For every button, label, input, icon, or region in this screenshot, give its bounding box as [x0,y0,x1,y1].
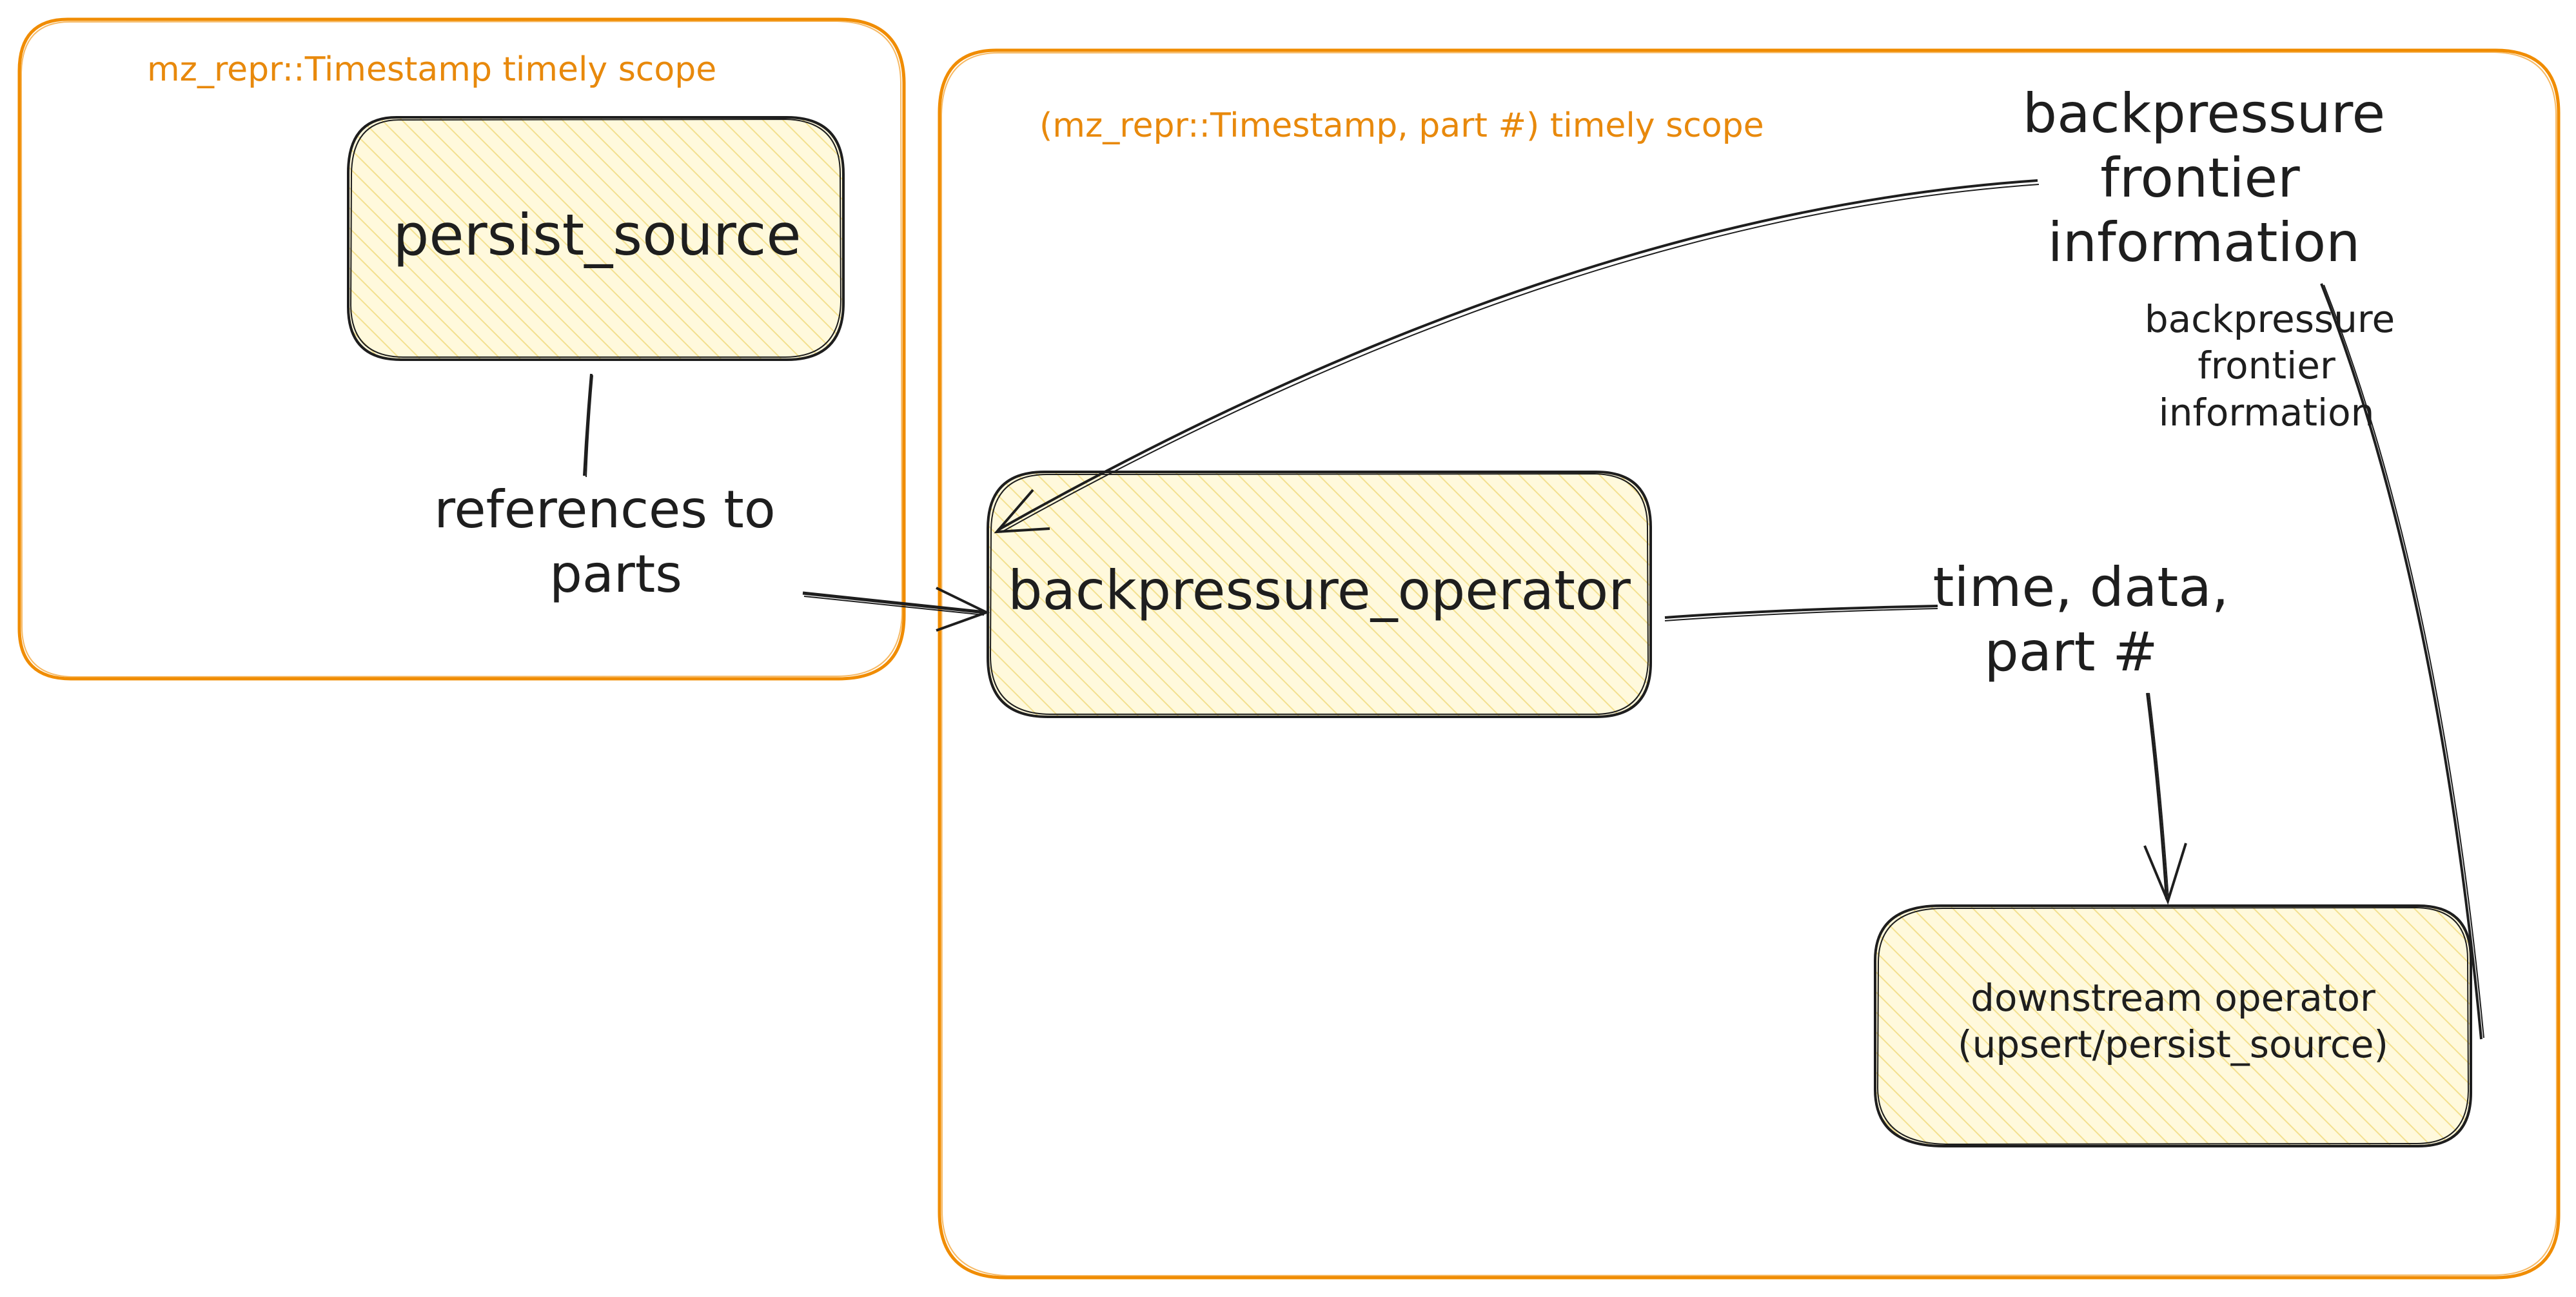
node-persist-source[interactable]: persist_source [347,116,845,361]
edge-feedback-main-label-line2: frontier [2100,146,2300,210]
arrowhead-icon [936,587,990,632]
edge-references-label-line1: references to [434,480,775,540]
scope-timestamp-label: mz_repr::Timestamp timely scope [147,50,716,89]
edge-feedback-main-label-line1: backpressure [2023,82,2385,145]
node-downstream-operator-label-line1: downstream operator [1971,976,2375,1020]
node-downstream-operator-label-line2: (upsert/persist_source) [1958,1022,2388,1066]
scope-timestamp-border-sketch [20,20,903,678]
edge-persist-to-references-line [583,373,593,476]
node-persist-source-box-sketch [349,118,842,358]
node-persist-source-label: persist_source [393,202,801,268]
arrowhead-icon [994,489,1050,534]
node-backpressure-operator-box-sketch [989,473,1649,715]
edge-feedback-small-label-line2: frontier [2197,344,2335,387]
arrowhead-icon [2143,843,2187,905]
edge-time-data-label-line1: time, data, [1932,556,2228,619]
edge-persist-to-references [583,373,593,478]
edge-time-data-to-downstream [2143,692,2187,905]
scope-part-border-sketch [940,51,2558,1277]
node-backpressure-operator[interactable]: backpressure_operator [987,471,1652,718]
node-backpressure-operator-label: backpressure_operator [1008,559,1631,622]
edge-backpressure-to-time-data [1664,605,1938,621]
node-persist-source-box [347,116,845,361]
edge-feedback-small-label-line1: backpressure [2145,297,2395,341]
edge-feedback-to-backpressure [994,179,2040,534]
edge-feedback-main-label-line3: information [2048,211,2361,274]
edge-feedback-small-label-line3: information [2159,391,2375,434]
scope-part-label: (mz_repr::Timestamp, part #) timely scop… [1039,106,1764,145]
scope-part: (mz_repr::Timestamp, part #) timely scop… [938,48,2561,1280]
node-backpressure-operator-box [987,471,1652,718]
node-downstream-operator-box [1874,904,2472,1147]
edge-time-data-label-line2: part # [1984,620,2158,683]
edge-references-label-line2: parts [549,544,682,604]
scope-timestamp: mz_repr::Timestamp timely scope [17,17,906,681]
edge-downstream-feedback [2320,283,2484,1040]
scope-timestamp-border [17,17,906,681]
node-downstream-operator[interactable]: downstream operator (upsert/persist_sour… [1874,904,2472,1147]
scope-part-border [938,48,2561,1280]
node-downstream-operator-box-sketch [1876,906,2470,1146]
edge-references-to-backpressure [802,587,990,632]
